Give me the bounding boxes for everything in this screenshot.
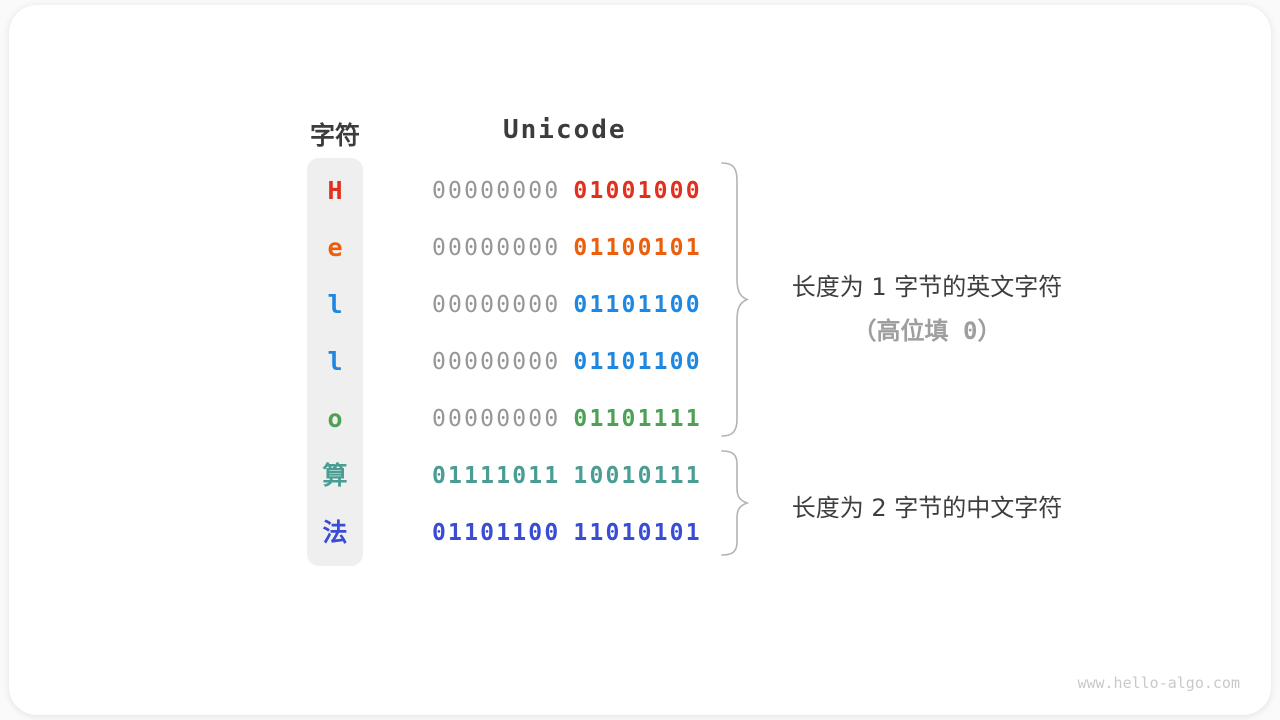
char-cell: 法 xyxy=(322,518,348,547)
watermark-url: www.hello-algo.com xyxy=(1077,674,1240,692)
table-row: l 00000000 01101100 xyxy=(0,276,1280,333)
unicode-bytes: 00000000 01100101 xyxy=(432,219,702,276)
table-row: H 00000000 01001000 xyxy=(0,162,1280,219)
char-column-header: 字符 xyxy=(309,121,360,150)
table-row: o 00000000 01101111 xyxy=(0,390,1280,447)
unicode-bytes: 01101100 11010101 xyxy=(432,504,702,561)
byte-high: 00000000 xyxy=(432,348,561,375)
byte-high: 00000000 xyxy=(432,234,561,261)
unicode-bytes: 00000000 01001000 xyxy=(432,162,702,219)
char-cell: l xyxy=(327,290,343,319)
byte-high: 01101100 xyxy=(432,519,561,546)
char-cell: H xyxy=(327,176,343,205)
unicode-bytes: 00000000 01101100 xyxy=(432,333,702,390)
table-row: 法 01101100 11010101 xyxy=(0,504,1280,561)
byte-low: 01100101 xyxy=(573,234,702,261)
note-chinese-line1: 长度为 2 字节的中文字符 xyxy=(791,494,1063,522)
unicode-bytes: 00000000 01101111 xyxy=(432,390,702,447)
char-cell: e xyxy=(327,233,343,262)
byte-low: 01101100 xyxy=(573,348,702,375)
byte-high: 01111011 xyxy=(432,462,561,489)
note-english-chars: 长度为 1 字节的英文字符 （高位填 0） xyxy=(760,267,1094,346)
char-cell: l xyxy=(327,347,343,376)
unicode-column-header: Unicode xyxy=(503,115,627,145)
byte-low: 01101111 xyxy=(573,405,702,432)
table-row: e 00000000 01100101 xyxy=(0,219,1280,276)
unicode-bytes: 00000000 01101100 xyxy=(432,276,702,333)
char-cell: 算 xyxy=(322,461,348,490)
unicode-bytes: 01111011 10010111 xyxy=(432,447,702,504)
brace-chinese-group xyxy=(716,448,752,560)
byte-high: 00000000 xyxy=(432,291,561,318)
char-column-background xyxy=(307,158,363,566)
table-row: 算 01111011 10010111 xyxy=(0,447,1280,504)
byte-low: 11010101 xyxy=(573,519,702,546)
byte-low: 01101100 xyxy=(573,291,702,318)
byte-high: 00000000 xyxy=(432,405,561,432)
note-english-line2: （高位填 0） xyxy=(852,317,1002,345)
char-cell: o xyxy=(327,404,343,433)
byte-high: 00000000 xyxy=(432,177,561,204)
table-row: l 00000000 01101100 xyxy=(0,333,1280,390)
brace-english-group xyxy=(716,160,752,440)
note-chinese-chars: 长度为 2 字节的中文字符 xyxy=(760,488,1094,523)
note-english-line1: 长度为 1 字节的英文字符 xyxy=(791,273,1063,301)
byte-low: 01001000 xyxy=(573,177,702,204)
byte-low: 10010111 xyxy=(573,462,702,489)
figure-card xyxy=(9,5,1271,715)
